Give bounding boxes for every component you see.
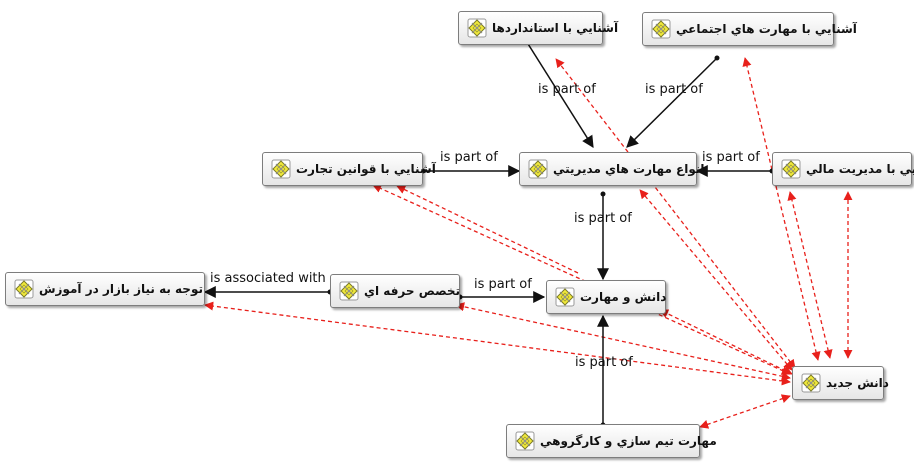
edge-label-trade-law: is part of bbox=[440, 150, 498, 165]
node-trade-law[interactable]: آشنايي با قوانين تجارت bbox=[262, 152, 436, 186]
edge-label-management: is part of bbox=[574, 211, 632, 226]
assoc-new-to-teamwork bbox=[699, 394, 791, 429]
node-standards[interactable]: آشنايي با استانداردها bbox=[458, 11, 618, 45]
relation-standards-to-management bbox=[517, 27, 594, 149]
edge-label-social: is part of bbox=[645, 82, 703, 97]
node-label: مهارت تيم سازي و كارگروهي bbox=[540, 434, 717, 448]
concept-diamond-icon bbox=[781, 159, 801, 179]
assoc-knowledge-to-management bbox=[396, 185, 579, 274]
node-label: آشنايي با استانداردها bbox=[492, 21, 619, 35]
assoc-new-to-trade-law bbox=[372, 184, 791, 375]
concept-diamond-icon bbox=[515, 431, 535, 451]
node-label: آشنايي با مديريت مالي bbox=[806, 162, 914, 176]
concept-diamond-icon bbox=[467, 18, 487, 38]
assoc-new-to-knowledge bbox=[659, 309, 793, 375]
node-label: آشنايي با مهارت هاي اجتماعي bbox=[676, 22, 857, 36]
concept-diamond-icon bbox=[555, 287, 575, 307]
node-label: انواع مهارت هاي مديريتي bbox=[553, 162, 705, 176]
node-label: آشنايي با قوانين تجارت bbox=[296, 162, 436, 176]
assoc-new-to-management bbox=[639, 189, 793, 371]
node-label: تخصص حرفه اي bbox=[364, 284, 461, 298]
node-financial-management[interactable]: آشنايي با مديريت مالي bbox=[772, 152, 914, 186]
assoc-new-to-financial-a bbox=[787, 191, 833, 359]
edge-label-standards: is part of bbox=[538, 82, 596, 97]
node-label: دانش و مهارت bbox=[580, 290, 667, 304]
node-social-skills[interactable]: آشنايي با مهارت هاي اجتماعي bbox=[642, 12, 857, 46]
relation-social-to-management bbox=[626, 57, 718, 148]
assoc-new-to-market bbox=[204, 301, 791, 386]
concept-diamond-icon bbox=[14, 279, 34, 299]
concept-diamond-icon bbox=[801, 373, 821, 393]
concept-diamond-icon bbox=[528, 159, 548, 179]
node-knowledge-skill[interactable]: دانش و مهارت bbox=[546, 280, 666, 314]
node-teamwork[interactable]: مهارت تيم سازي و كارگروهي bbox=[506, 424, 717, 458]
assoc-new-to-social bbox=[742, 57, 821, 361]
concept-diamond-icon bbox=[651, 19, 671, 39]
concept-diamond-icon bbox=[339, 281, 359, 301]
edge-label-teamwork: is part of bbox=[575, 355, 633, 370]
concept-diamond-icon bbox=[271, 159, 291, 179]
node-market-needs[interactable]: توجه به نياز بازار در آموزش bbox=[5, 272, 205, 306]
edge-label-financial: is part of bbox=[702, 150, 760, 165]
node-management-skills[interactable]: انواع مهارت هاي مديريتي bbox=[519, 152, 705, 186]
edge-label-specialty-market: is associated with bbox=[210, 271, 326, 286]
node-label: دانش جديد bbox=[826, 376, 889, 390]
node-label: توجه به نياز بازار در آموزش bbox=[39, 282, 203, 296]
node-new-knowledge[interactable]: دانش جديد bbox=[792, 366, 889, 400]
node-professional-specialty[interactable]: تخصص حرفه اي bbox=[330, 274, 460, 308]
edge-label-specialty-knowledge: is part of bbox=[474, 277, 532, 292]
